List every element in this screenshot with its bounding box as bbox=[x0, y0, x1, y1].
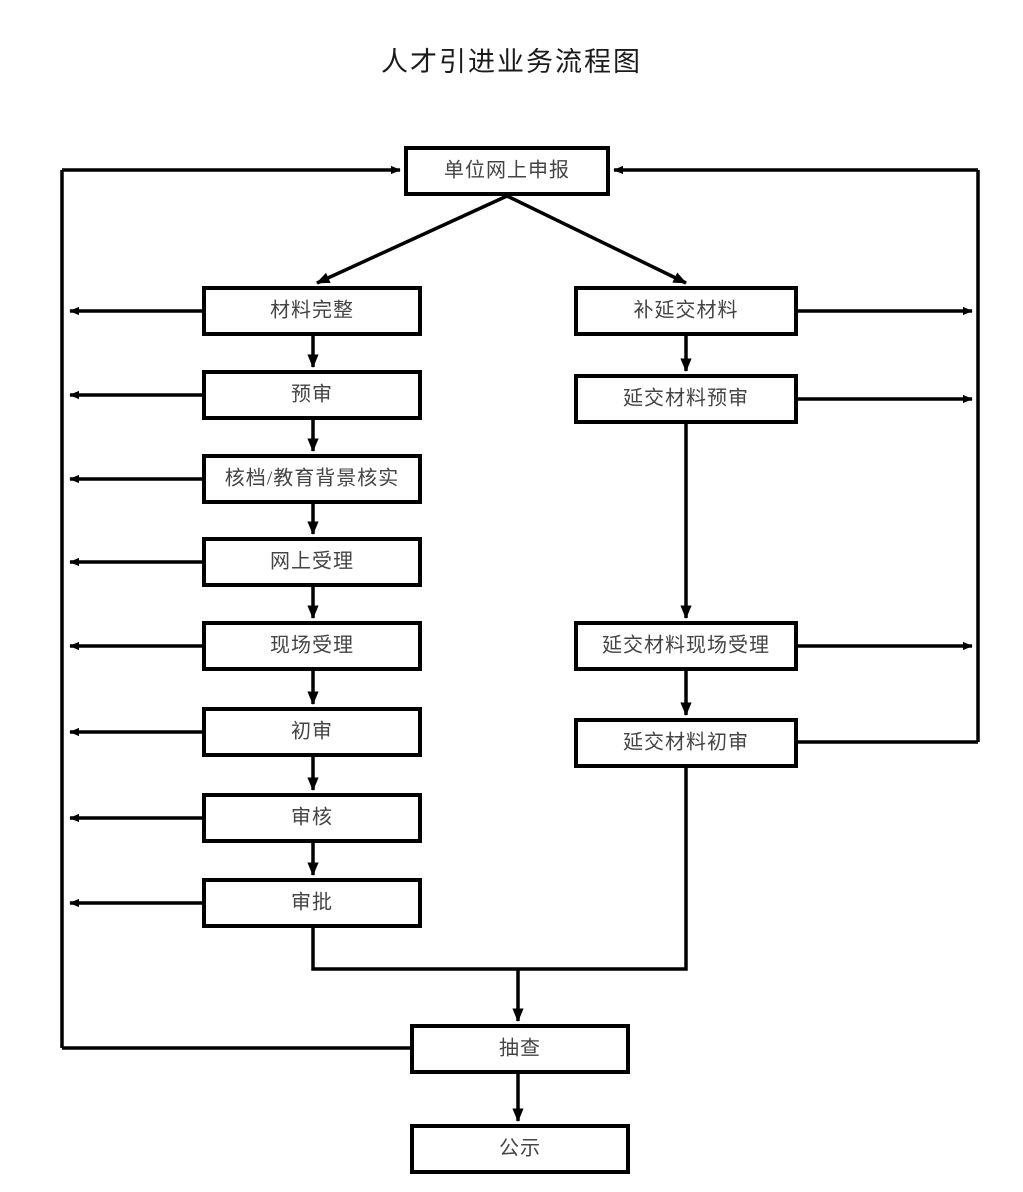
node-spotcheck[interactable]: 抽查 bbox=[410, 1024, 630, 1074]
node-first-review-label: 初审 bbox=[291, 720, 333, 743]
node-apply-rect[interactable] bbox=[404, 146, 610, 196]
node-sup-first-label: 延交材料初审 bbox=[623, 731, 749, 754]
node-pretrial[interactable]: 预审 bbox=[202, 370, 422, 420]
merge-into-spotcheck bbox=[311, 766, 688, 1022]
node-spotcheck-label: 抽查 bbox=[499, 1037, 541, 1060]
node-publicity-rect[interactable] bbox=[410, 1124, 630, 1174]
merge-bar bbox=[311, 766, 688, 971]
node-sup-onsite-label: 延交材料现场受理 bbox=[602, 634, 770, 657]
node-onsite-acc-rect[interactable] bbox=[202, 621, 422, 671]
node-sup-first[interactable]: 延交材料初审 bbox=[574, 718, 798, 768]
node-sup-pretrial-rect[interactable] bbox=[574, 374, 798, 424]
node-first-review[interactable]: 初审 bbox=[202, 707, 422, 757]
node-approve[interactable]: 审批 bbox=[202, 878, 422, 928]
split-diagonals bbox=[316, 194, 687, 285]
node-archive-label: 核档/教育背景核实 bbox=[225, 467, 400, 490]
node-approve-label: 审批 bbox=[291, 891, 333, 914]
node-onsite-acc[interactable]: 现场受理 bbox=[202, 621, 422, 671]
node-sup-pretrial[interactable]: 延交材料预审 bbox=[574, 374, 798, 424]
node-publicity-label: 公示 bbox=[499, 1138, 541, 1160]
node-verify-rect[interactable] bbox=[202, 793, 422, 843]
node-sup-onsite-rect[interactable] bbox=[574, 621, 798, 671]
node-first-review-rect[interactable] bbox=[202, 707, 422, 757]
node-archive-rect[interactable] bbox=[202, 454, 422, 504]
node-pretrial-rect[interactable] bbox=[202, 370, 422, 420]
node-supplement-rect[interactable] bbox=[574, 286, 798, 336]
node-spotcheck-rect[interactable] bbox=[410, 1024, 630, 1074]
right-reject-arrows bbox=[796, 306, 978, 744]
diagonal-apply-to-complete bbox=[316, 194, 508, 285]
node-publicity[interactable]: 公示 bbox=[410, 1124, 630, 1174]
node-archive[interactable]: 核档/教育背景核实 bbox=[202, 454, 422, 504]
node-complete-rect[interactable] bbox=[202, 286, 422, 336]
node-sup-onsite[interactable]: 延交材料现场受理 bbox=[574, 621, 798, 671]
node-supplement-label: 补延交材料 bbox=[634, 299, 739, 322]
node-complete-label: 材料完整 bbox=[270, 299, 354, 322]
node-online-acc-label: 网上受理 bbox=[270, 550, 354, 573]
diagonal-apply-to-supplement bbox=[506, 194, 687, 285]
node-sup-pretrial-label: 延交材料预审 bbox=[623, 387, 749, 410]
node-approve-rect[interactable] bbox=[202, 878, 422, 928]
node-apply[interactable]: 单位网上申报 bbox=[404, 146, 610, 196]
node-verify[interactable]: 审核 bbox=[202, 793, 422, 843]
page-title: 人才引进业务流程图 bbox=[381, 47, 642, 77]
right-return-bus bbox=[613, 165, 980, 742]
node-onsite-acc-label: 现场受理 bbox=[270, 634, 354, 657]
node-complete[interactable]: 材料完整 bbox=[202, 286, 422, 336]
node-apply-label: 单位网上申报 bbox=[444, 159, 570, 182]
node-sup-first-rect[interactable] bbox=[574, 718, 798, 768]
node-online-acc[interactable]: 网上受理 bbox=[202, 537, 422, 587]
node-supplement[interactable]: 补延交材料 bbox=[574, 286, 798, 336]
node-pretrial-label: 预审 bbox=[291, 383, 333, 406]
left-reject-arrows bbox=[69, 306, 204, 908]
node-online-acc-rect[interactable] bbox=[202, 537, 422, 587]
left-return-bus bbox=[60, 165, 412, 1050]
node-verify-label: 审核 bbox=[291, 806, 333, 829]
